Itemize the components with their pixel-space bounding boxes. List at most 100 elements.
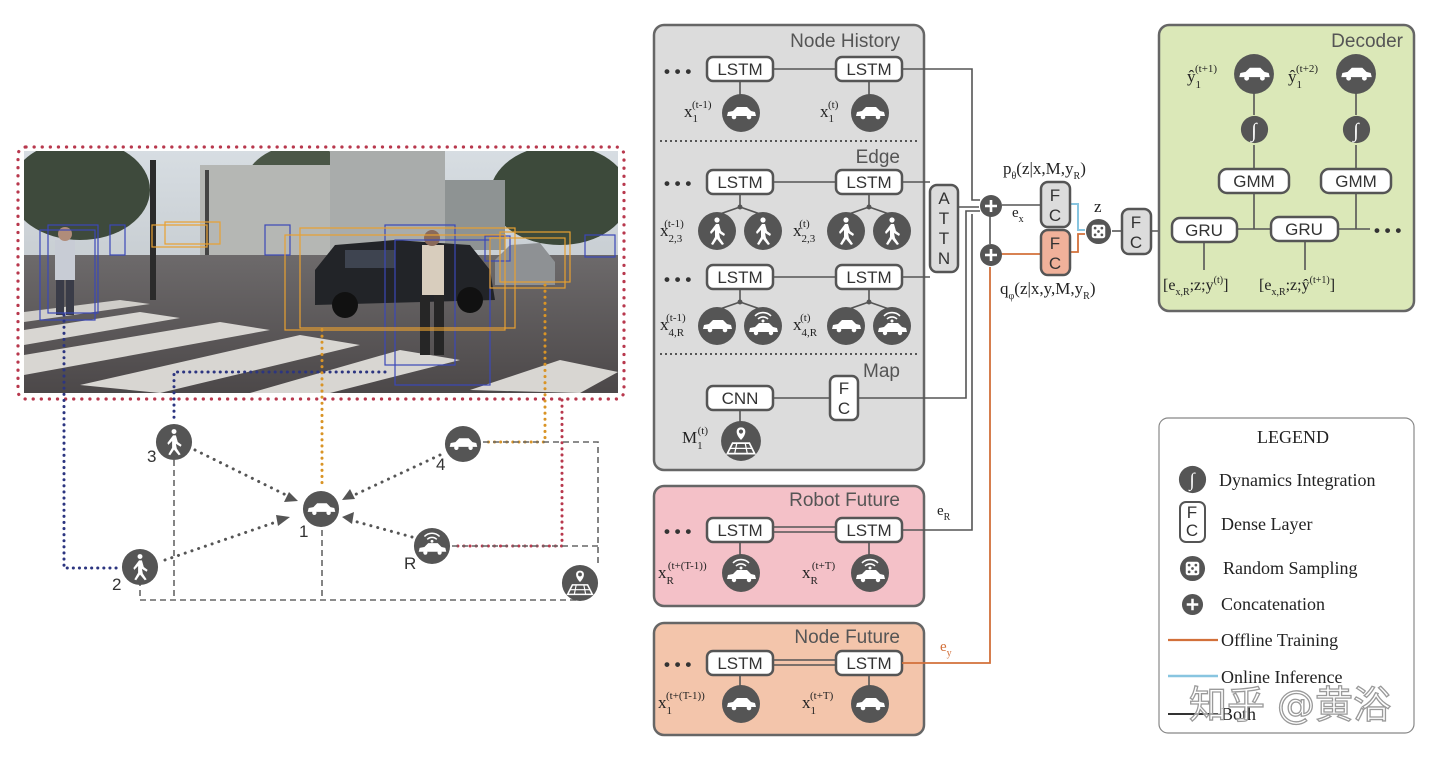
edge-title: Edge (856, 147, 900, 168)
legend-item-online: Online Inference (1221, 667, 1342, 687)
legend-plus-icon (1181, 593, 1204, 616)
map-cnn-box: CNN (722, 389, 759, 408)
edge-row2-robot-icon-1 (743, 306, 783, 346)
node-future-title: Node Future (794, 627, 900, 648)
node-r-robot-icon (413, 527, 451, 565)
node-label-1: 1 (299, 522, 308, 541)
integral-symbol-1: ∫ (1249, 120, 1258, 143)
concat-plus-icon-2 (979, 243, 1003, 267)
detection-boxes (39, 221, 616, 386)
encoder-wires: eR ey (858, 68, 1172, 664)
legend-item-concat: Concatenation (1221, 594, 1325, 614)
legend-fc-letter-f: F (1187, 503, 1197, 522)
node-3-pedestrian-icon (155, 423, 193, 461)
node-future-car-icon-1 (722, 685, 760, 723)
posterior-label: qφ(z|x,y,M,yR) (1000, 279, 1096, 302)
edge-row2-car-icon-2 (827, 307, 865, 345)
decoder-input-1: [ex,R;z;y(t)] (1163, 275, 1228, 298)
decoder-ellipsis: • • • (1374, 221, 1401, 240)
decoder-output-2: ŷ1(t+2) (1288, 63, 1318, 91)
edge-row1-lstm-1: LSTM (717, 173, 762, 192)
map-section: Map CNN F C M1(t) (682, 361, 900, 462)
robot-future-panel: Robot Future • • • LSTM LSTM xR(t+(T-1))… (652, 484, 926, 608)
posterior-fc-letter-f: F (1050, 234, 1060, 253)
node-history-lstm-1: LSTM (717, 60, 762, 79)
concat-plus-icon-1 (979, 194, 1003, 218)
decoder-fc-letter-f: F (1131, 213, 1141, 232)
node-future-input-2: x1(t+T) (802, 690, 834, 717)
latent-section: pθ(z|x,M,yR) qφ(z|x,y,M,yR) ex F C F C z… (979, 159, 1153, 302)
edge-row2-ellipsis: • • • (664, 270, 691, 289)
legend-item-both: Both (1221, 704, 1256, 724)
prior-fc-letter-c: C (1049, 206, 1061, 225)
node-4-car-icon (444, 425, 482, 463)
node-future-ellipsis: • • • (664, 655, 691, 674)
legend-dense-layer-icon (1179, 501, 1206, 543)
map-input-icon (720, 420, 762, 462)
edge-row1-input-1: x2,3(t-1) (660, 218, 684, 245)
node-history-input-2: x1(t) (820, 99, 839, 125)
gmm-box-2: GMM (1335, 172, 1377, 191)
edge-row1-ped-icon-3 (827, 212, 865, 250)
prior-fc-box (1039, 180, 1072, 229)
edge-row1-input-2: x2,3(t) (793, 218, 816, 245)
robot-future-lstm-2: LSTM (846, 521, 891, 540)
edge-row2-input-2: x4,R(t) (793, 312, 818, 339)
node-history-title: Node History (790, 31, 900, 52)
node-future-car-icon-2 (851, 685, 889, 723)
decoder-panel: Decoder ŷ1(t+1) ŷ1(t+2) ∫ ∫ GMM GMM GRU … (1157, 23, 1416, 313)
attn-letter-n: N (938, 249, 950, 268)
scene-graph: 1 2 3 4 R (112, 423, 599, 602)
prior-label: pθ(z|x,M,yR) (1003, 159, 1086, 182)
node-label-r: R (404, 554, 416, 573)
robot-future-input-2: xR(t+T) (802, 560, 835, 587)
decoder-input-fc-box (1120, 207, 1153, 256)
node-history-car-icon-1 (722, 94, 760, 132)
edge-row1-ped-icon-4 (873, 212, 911, 250)
legend-item-offline: Offline Training (1221, 630, 1338, 650)
node-future-lstm-1: LSTM (717, 654, 762, 673)
legend-item-sampling: Random Sampling (1223, 558, 1358, 578)
camera-scene (16, 145, 626, 401)
node-future-panel: Node Future • • • LSTM LSTM x1(t+(T-1)) … (652, 621, 926, 737)
robot-future-robot-icon-2 (850, 553, 890, 593)
edge-section: Edge • • • LSTM LSTM x2,3(t-1) x2,3(t) •… (660, 147, 912, 346)
edge-row1-ped-icon-1 (698, 212, 736, 250)
decoder-output-1: ŷ1(t+1) (1187, 63, 1217, 91)
street-photo (24, 151, 618, 393)
legend-item-dynamics: Dynamics Integration (1219, 470, 1375, 490)
prior-fc-letter-f: F (1050, 186, 1060, 205)
node-label-4: 4 (436, 455, 445, 474)
edge-row2-car-icon-1 (698, 307, 736, 345)
scene-frame (16, 145, 626, 401)
decoder-input-2: [ex,R;z;ŷ(t+1)] (1259, 275, 1335, 298)
posterior-fc-letter-c: C (1049, 254, 1061, 273)
gru-box-1: GRU (1185, 221, 1223, 240)
posterior-fc-box (1039, 228, 1072, 277)
random-sampling-dice-icon (1085, 218, 1112, 245)
robot-future-title: Robot Future (789, 490, 900, 511)
edge-row1-lstm-2: LSTM (846, 173, 891, 192)
robot-future-robot-icon-1 (721, 553, 761, 593)
legend-fc-letter-c: C (1186, 521, 1198, 540)
edge-row2-input-1: x4,R(t-1) (660, 312, 686, 339)
edge-row2-lstm-1: LSTM (717, 268, 762, 287)
map-node-icon (561, 564, 599, 602)
node-history-input-1: x1(t-1) (684, 99, 712, 125)
edge-row1-ped-icon-2 (744, 212, 782, 250)
decoder-fc-letter-c: C (1130, 233, 1142, 252)
attn-letter-t2: T (939, 229, 949, 248)
legend-title: LEGEND (1257, 427, 1329, 447)
edge-row2-lstm-2: LSTM (846, 268, 891, 287)
robot-future-lstm-1: LSTM (717, 521, 762, 540)
attn-letter-t1: T (939, 209, 949, 228)
encoder-panel (652, 23, 926, 472)
ex-label: ex (1012, 205, 1024, 225)
node-history-section: Node History • • • LSTM LSTM x1(t-1) x1(… (664, 31, 904, 132)
gmm-box-1: GMM (1233, 172, 1275, 191)
map-fc-letter-c: C (838, 399, 850, 418)
node-label-2: 2 (112, 575, 121, 594)
future-encoding-label: ey (940, 639, 952, 659)
map-title: Map (863, 361, 900, 382)
legend-panel: LEGEND ∫ Dynamics Integration F C Dense … (1158, 417, 1415, 734)
